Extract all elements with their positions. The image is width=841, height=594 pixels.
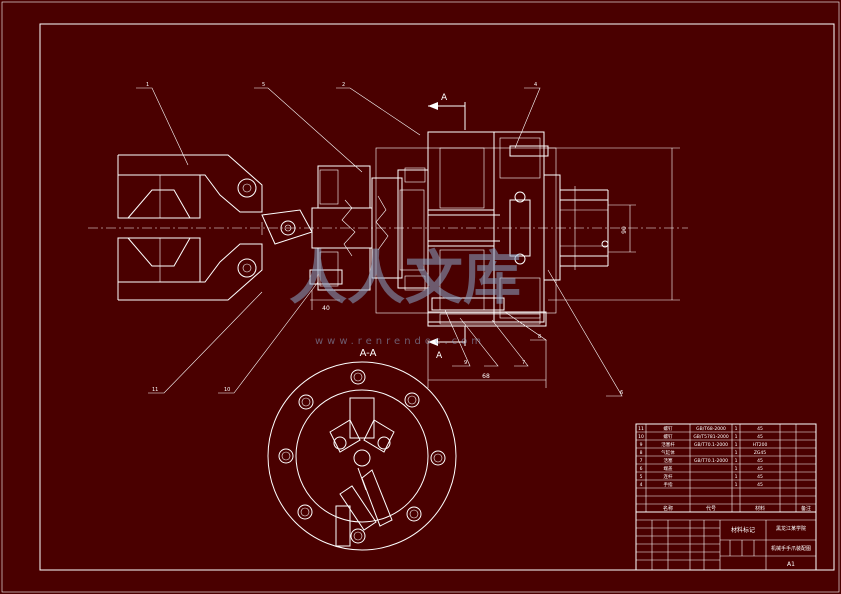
balloon-7: 7 (522, 360, 525, 366)
parts-cell-no: 6 (640, 466, 643, 472)
sheet-size: A1 (787, 561, 795, 568)
parts-cell-mat: 45 (757, 458, 763, 464)
parts-cell-qty: 1 (735, 450, 738, 456)
balloon-6: 6 (620, 390, 623, 396)
parts-cell-name: 活塞杆 (661, 441, 675, 448)
section-arrow-bottom (428, 326, 466, 346)
jaw-pin-lower (237, 258, 257, 278)
header-note: 备注 (801, 505, 811, 512)
parts-cell-qty: 1 (735, 426, 738, 432)
balloon-5: 5 (262, 82, 265, 88)
jaw-pin-upper (237, 178, 257, 198)
gripper-jaws (117, 154, 263, 301)
parts-cell-mat: 45 (757, 426, 763, 432)
parts-cell-qty: 1 (735, 442, 738, 448)
parts-cell-mat: HT200 (753, 442, 768, 448)
watermark-url: www.renrendoc.com (315, 336, 485, 347)
bolt-upper (509, 145, 549, 157)
balloon-9: 9 (464, 360, 467, 366)
drawing-title: 机械手手爪装配图 (771, 545, 811, 552)
parts-cell-code: GB/T5781-2000 (693, 434, 729, 440)
header-code: 代号 (706, 505, 716, 512)
parts-cell-no: 5 (640, 474, 643, 480)
parts-cell-qty: 1 (735, 482, 738, 488)
parts-cell-name: 气缸体 (661, 449, 675, 456)
parts-cell-no: 7 (640, 458, 643, 464)
parts-cell-code: GB/T68-2000 (696, 426, 726, 432)
flange-outer (267, 361, 457, 551)
parts-cell-name: 连杆 (664, 473, 673, 480)
parts-cell-no: 10 (638, 434, 644, 440)
bolt-lower (431, 297, 505, 311)
parts-cell-qty: 1 (735, 434, 738, 440)
parts-cell-code: GB/T70.1-2000 (694, 442, 728, 448)
section-view (267, 361, 457, 551)
header-name: 名称 (663, 505, 673, 512)
parts-cell-mat: 45 (757, 482, 763, 488)
parts-cell-name: 螺钉 (664, 425, 673, 432)
parts-cell-no: 9 (640, 442, 643, 448)
dim-small: 40 (322, 305, 330, 312)
parts-cell-mat: 45 (757, 434, 763, 440)
parts-cell-name: 活塞 (664, 457, 673, 464)
balloon-10: 10 (224, 387, 230, 393)
output-shaft (559, 186, 609, 270)
parts-cell-name: 手指 (664, 481, 673, 488)
section-label-bottom: A (436, 351, 443, 361)
main-view: 68 90 40 A A 1 (88, 82, 688, 397)
parts-cell-no: 4 (640, 482, 643, 488)
section-arrow-top (428, 102, 466, 130)
parts-cell-no: 8 (640, 450, 643, 456)
parts-cell-code: GB/T70.1-2000 (694, 458, 728, 464)
parts-cell-mat: 45 (757, 466, 763, 472)
balloon-8: 8 (538, 334, 541, 340)
section-view-title: A-A (360, 348, 377, 359)
parts-cell-qty: 1 (735, 458, 738, 464)
parts-cell-name: 端盖 (664, 465, 673, 472)
parts-cell-qty: 1 (735, 466, 738, 472)
cylinder-block (375, 131, 561, 327)
balloon-11: 11 (152, 387, 158, 393)
flange-inner (295, 389, 429, 523)
connecting-link (261, 209, 313, 245)
header-material: 材料 (755, 505, 765, 512)
parts-cell-name: 螺钉 (664, 433, 673, 440)
approval-grid (636, 520, 755, 570)
drawing-frame (39, 23, 835, 571)
parts-cell-mat: ZG45 (754, 450, 766, 456)
parts-cell-qty: 1 (735, 474, 738, 480)
leader-lines (136, 87, 623, 397)
dim-length: 68 (482, 373, 490, 380)
company-name: 黑龙江某学院 (776, 525, 806, 532)
material-mark: 材料标记 (731, 526, 755, 534)
parts-cell-mat: 45 (757, 474, 763, 480)
parts-list-grid (636, 424, 816, 512)
section-label-top: A (441, 93, 448, 103)
balloon-4: 4 (534, 82, 537, 88)
flange-bolt-holes (278, 369, 446, 544)
watermark: 人人文库 www.renrendoc.com (289, 244, 521, 347)
dim-shaft-dia: 90 (621, 226, 628, 234)
watermark-logo: 人人文库 (289, 244, 521, 312)
dimension-lines (310, 147, 680, 388)
balloon-2: 2 (342, 82, 345, 88)
parts-cell-no: 11 (638, 426, 644, 432)
piston-rod-body (309, 165, 500, 291)
balloon-1: 1 (146, 82, 149, 88)
